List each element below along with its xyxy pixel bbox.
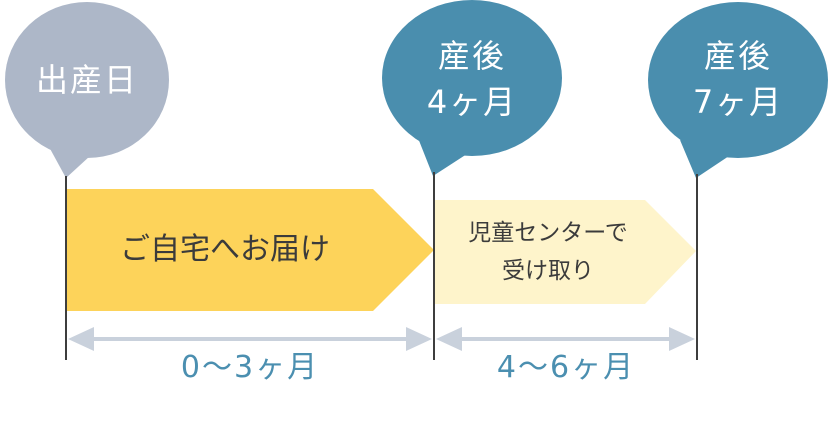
range-0-3-months-label: 0～3ヶ月 [180,350,320,385]
month7-label-line2: 7ヶ月 [692,83,784,121]
range-arrow-first [68,327,432,351]
range-4-6-months-label: 4～6ヶ月 [496,350,636,385]
bubble-month4 [382,0,562,176]
bubble-birth [5,2,169,178]
center-pickup-label-line1: 児童センターで [468,220,628,246]
month7-label-line1: 産後 [703,37,772,75]
home-delivery-label: ご自宅へお届け [120,232,330,267]
phase-arrow-home-delivery [66,189,434,311]
month4-label-line1: 産後 [437,37,506,75]
bubble-month7 [648,2,828,178]
center-pickup-label-line2: 受け取り [502,258,594,284]
month4-label-line2: 4ヶ月 [426,83,518,121]
range-arrow-second [436,327,695,351]
phase-arrow-center-pickup [434,200,696,304]
birth-day-label: 出産日 [35,61,138,99]
